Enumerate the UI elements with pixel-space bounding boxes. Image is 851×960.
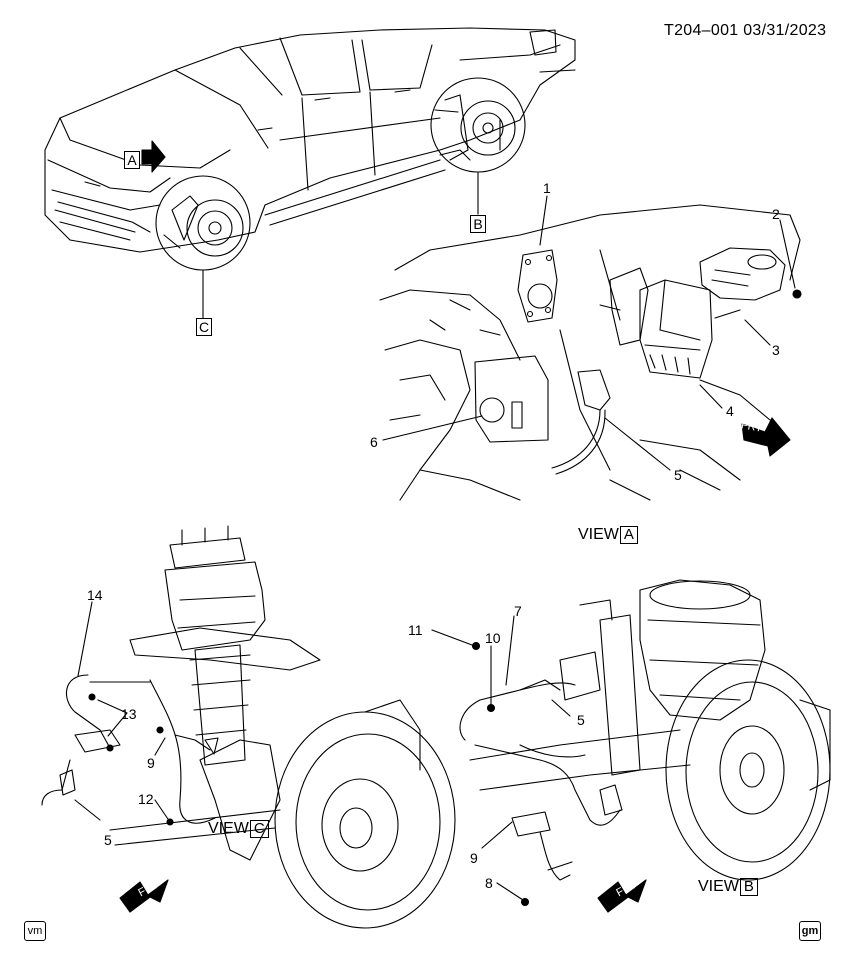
- view-b-caption-letter: B: [739, 878, 758, 896]
- callout-10: 10: [485, 630, 501, 646]
- callout-9-view-b: 9: [470, 850, 478, 866]
- view-b-drawing: [431, 579, 831, 901]
- callout-6: 6: [370, 434, 378, 450]
- view-a-frt-arrow: [741, 417, 791, 457]
- rear-wheel-detail: [430, 77, 526, 215]
- callout-5-view-c: 5: [104, 832, 112, 848]
- view-b-frt-arrow: [597, 879, 647, 913]
- view-a-arrow: [141, 140, 166, 173]
- vm-badge: vm: [24, 921, 46, 941]
- view-a-caption-prefix: VIEW: [578, 526, 619, 543]
- view-c-drawing: [41, 525, 456, 929]
- callout-8: 8: [485, 875, 493, 891]
- view-a-caption-letter: A: [619, 526, 638, 544]
- gm-logo-badge: gm: [799, 921, 821, 941]
- callout-13: 13: [121, 706, 137, 722]
- view-c-frt-arrow: [119, 879, 169, 913]
- callout-2: 2: [772, 206, 780, 222]
- callout-11: 11: [408, 622, 423, 638]
- view-c-marker: C: [196, 318, 212, 336]
- callout-9-view-c: 9: [147, 755, 155, 771]
- callout-12: 12: [138, 791, 154, 807]
- view-c-caption-letter: C: [249, 820, 269, 838]
- view-a-marker: A: [124, 151, 140, 169]
- callout-3: 3: [772, 342, 780, 358]
- callout-1: 1: [543, 180, 551, 196]
- vehicle-illustration: [44, 27, 576, 253]
- view-b-caption-prefix: VIEW: [698, 878, 739, 895]
- callout-4: 4: [726, 403, 734, 419]
- callout-14: 14: [87, 587, 103, 603]
- front-wheel-detail: [155, 175, 251, 319]
- callout-7: 7: [514, 603, 522, 619]
- callout-5-view-b: 5: [577, 712, 585, 728]
- callout-5: 5: [674, 467, 682, 483]
- view-c-caption-prefix: VIEW: [208, 820, 249, 837]
- drawing-code: T204–001 03/31/2023: [664, 22, 827, 39]
- view-b-marker: B: [470, 215, 486, 233]
- view-a-drawing: [379, 195, 802, 501]
